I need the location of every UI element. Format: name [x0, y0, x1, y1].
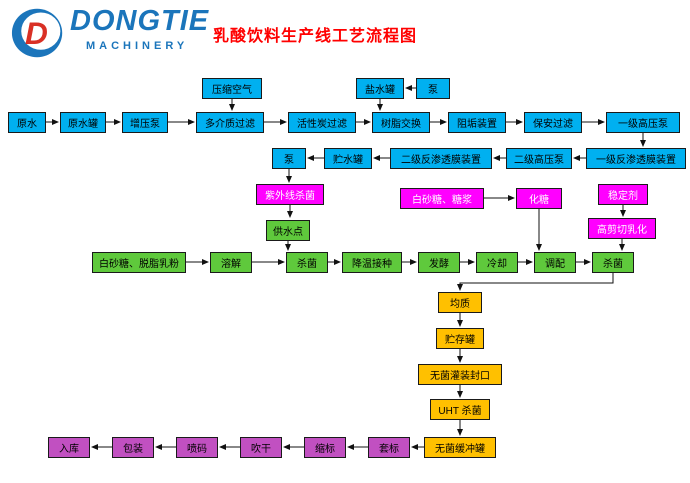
node-water-storage-tank: 贮水罐: [324, 148, 372, 169]
brand-name: DONGTIE: [70, 5, 210, 37]
node-homogenize: 均质: [438, 292, 482, 313]
node-packing: 包装: [112, 437, 154, 458]
node-blow-dry: 吹干: [240, 437, 282, 458]
node-sleeve-label: 套标: [368, 437, 410, 458]
node-sterilize-b: 杀菌: [592, 252, 634, 273]
node-security-filter: 保安过滤: [524, 112, 582, 133]
node-sterilize-a: 杀菌: [286, 252, 328, 273]
node-multimedia-filter: 多介质过滤: [196, 112, 264, 133]
node-sugar-melting: 化糖: [516, 188, 562, 209]
node-feed-pump: 泵: [272, 148, 306, 169]
page-title: 乳酸饮料生产线工艺流程图: [212, 28, 417, 45]
node-shrink-label: 缩标: [304, 437, 346, 458]
node-sugar-syrup: 白砂糖、糖浆: [400, 188, 484, 209]
node-warehouse: 入库: [48, 437, 90, 458]
node-inkjet-coding: 喷码: [176, 437, 218, 458]
node-raw-water-tank: 原水罐: [60, 112, 106, 133]
node-cooling: 冷却: [476, 252, 518, 273]
node-blending: 调配: [534, 252, 576, 273]
node-dissolve: 溶解: [210, 252, 252, 273]
node-high-shear-emulsifier: 高剪切乳化: [588, 218, 656, 239]
node-storage-tank: 贮存罐: [436, 328, 484, 349]
logo-text: DONGTIE MACHINERY: [70, 5, 210, 52]
node-second-ro: 二级反渗透膜装置: [390, 148, 492, 169]
node-resin-exchange: 树脂交换: [372, 112, 430, 133]
node-uv-sterilizer: 紫外线杀菌: [256, 184, 324, 205]
company-logo: D DONGTIE MACHINERY: [10, 5, 210, 60]
node-stabilizer: 稳定剂: [598, 184, 648, 205]
node-booster-pump: 增压泵: [122, 112, 168, 133]
node-fermentation: 发酵: [418, 252, 460, 273]
node-compressed-air: 压缩空气: [202, 78, 262, 99]
node-second-hp-pump: 二级高压泵: [506, 148, 572, 169]
node-first-ro: 一级反渗透膜装置: [586, 148, 686, 169]
node-aseptic-filling: 无菌灌装封口: [418, 364, 502, 385]
node-first-hp-pump: 一级高压泵: [606, 112, 680, 133]
node-salt-tank: 盐水罐: [356, 78, 404, 99]
brand-tagline: MACHINERY: [86, 39, 189, 52]
node-carbon-filter: 活性炭过滤: [288, 112, 356, 133]
node-sugar-milk-powder: 白砂糖、脱脂乳粉: [92, 252, 186, 273]
node-antiscalant-device: 阻垢装置: [448, 112, 506, 133]
node-salt-pump: 泵: [416, 78, 450, 99]
svg-text:D: D: [25, 15, 48, 51]
node-water-supply-point: 供水点: [266, 220, 310, 241]
node-cooling-inoculation: 降温接种: [342, 252, 402, 273]
node-aseptic-buffer-tank: 无菌缓冲罐: [424, 437, 496, 458]
logo-icon: D: [11, 8, 63, 58]
node-uht-sterilize: UHT 杀菌: [430, 399, 490, 420]
node-raw-water: 原水: [8, 112, 46, 133]
